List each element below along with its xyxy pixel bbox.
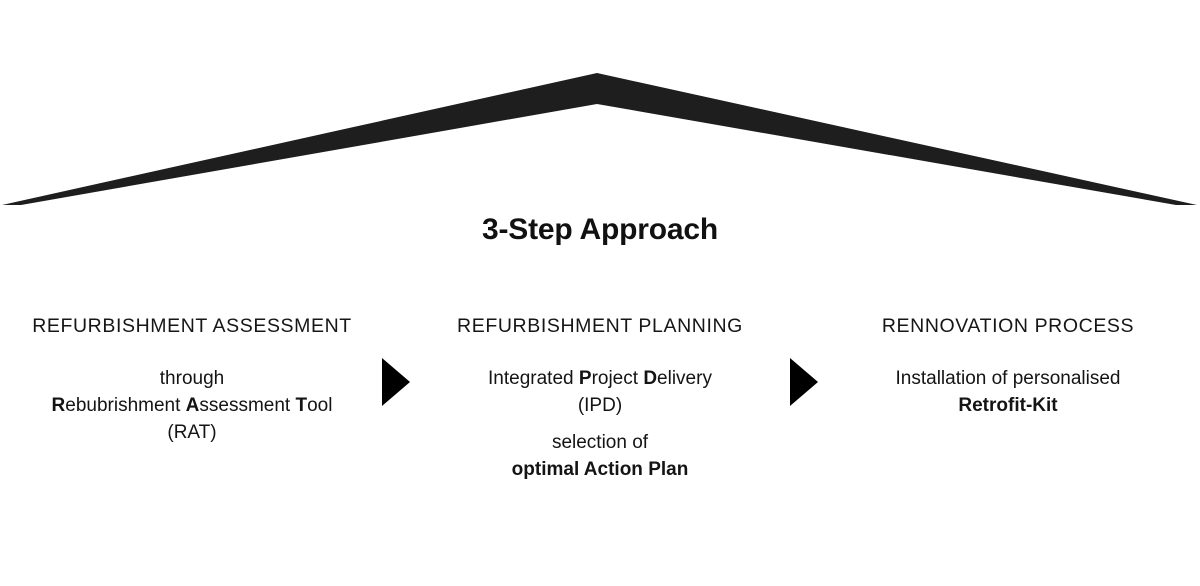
step-2-line-3: selection of (551, 432, 649, 454)
step-2-seg-0: Integrated (488, 368, 579, 390)
step-heading-3: RENNOVATION PROCESS (881, 315, 1135, 337)
triangle-right-icon (790, 358, 818, 406)
step-1-seg-1: ebubrishment (65, 395, 186, 417)
step-1-line-2: Rebubrishment Assessment Tool (22, 393, 362, 420)
step-2-spacer (430, 420, 770, 430)
step-1-bold-t: T (295, 395, 308, 417)
step-1-seg-3: ool (307, 395, 333, 417)
step-1-line-1: through (159, 368, 225, 390)
page-title: 3-Step Approach (482, 213, 718, 246)
step-2-line-1: Integrated Project Delivery (430, 366, 770, 393)
step-heading-1: REFURBISHMENT ASSESSMENT (32, 315, 352, 337)
step-2-seg-1: roject (591, 368, 644, 390)
step-2-line-4: optimal Action Plan (511, 459, 689, 481)
step-body-3: Installation of personalised Retrofit-Ki… (838, 366, 1178, 420)
chevron-roof-icon (0, 60, 1200, 215)
step-1-bold-a: A (185, 395, 200, 417)
step-body-1: through Rebubrishment Assessment Tool (R… (22, 366, 362, 447)
steps-row: REFURBISHMENT ASSESSMENT through Rebubri… (0, 315, 1200, 516)
step-2-seg-2: elivery (657, 368, 712, 390)
step-1-line-3: (RAT) (167, 422, 217, 444)
step-3-line-2: Retrofit-Kit (958, 395, 1058, 417)
step-1-seg-2: ssessment (199, 395, 296, 417)
triangle-right-icon (382, 358, 410, 406)
step-body-2: Integrated Project Delivery (IPD) select… (430, 366, 770, 484)
step-heading-2: REFURBISHMENT PLANNING (457, 315, 743, 337)
step-refurbishment-planning: REFURBISHMENT PLANNING Integrated Projec… (430, 315, 770, 484)
arrow-separator-2 (770, 316, 838, 516)
step-3-line-1: Installation of personalised (895, 368, 1121, 390)
step-2-bold-d: D (643, 368, 658, 390)
step-rennovation-process: RENNOVATION PROCESS Installation of pers… (838, 315, 1178, 420)
step-1-bold-r: R (51, 395, 66, 417)
arrow-separator-1 (362, 316, 430, 516)
step-2-bold-p: P (578, 368, 592, 390)
step-refurbishment-assessment: REFURBISHMENT ASSESSMENT through Rebubri… (22, 315, 362, 447)
step-2-line-2: (IPD) (577, 395, 623, 417)
